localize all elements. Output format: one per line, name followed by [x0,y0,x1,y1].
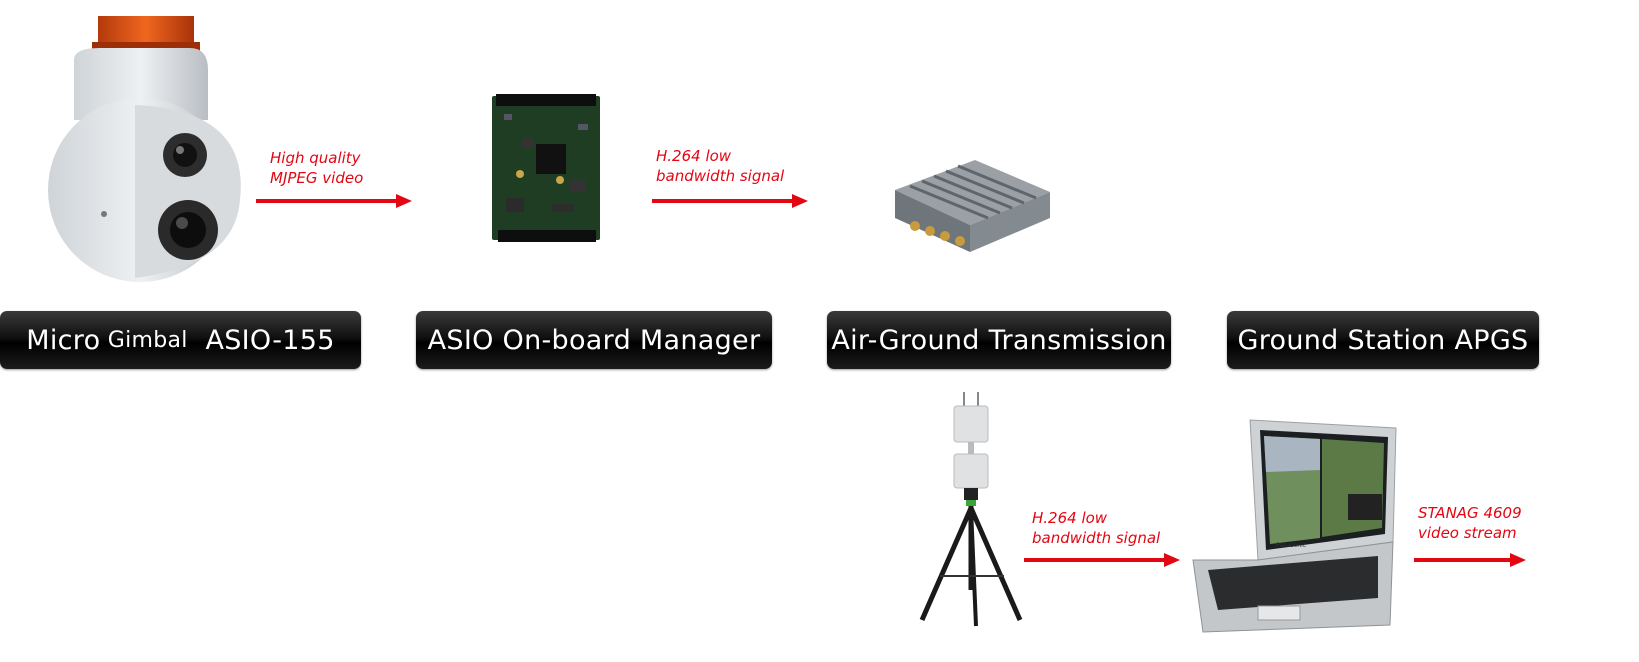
stage-label-micro-gimbal: Micro Gimbal ASIO-155 [0,311,361,369]
arrow-label-1-line1: High quality [270,149,361,167]
stage-label-air-ground-transmission: Air-Ground Transmission [827,311,1171,369]
stage-1-rest: ASIO-155 [187,324,335,356]
arrow-3 [1024,553,1180,567]
onboard-manager-board-image [492,94,600,242]
arrow-label-4-line1: STANAG 4609 [1418,504,1522,522]
stage-3-name: Air-Ground Transmission [831,324,1167,356]
stage-1-main: Micro [26,324,101,356]
arrow-label-3-line2: bandwidth signal [1032,529,1161,547]
arrow-label-4: STANAG 4609 video stream [1418,503,1522,543]
stage-label-onboard-manager: ASIO On-board Manager [416,311,772,369]
arrow-1 [256,194,412,208]
antenna-tripod-image [919,392,1023,627]
arrow-label-3-line1: H.264 low [1032,509,1108,527]
arrow-label-2: H.264 low bandwidth signal [656,146,784,186]
arrow-label-3: H.264 low bandwidth signal [1032,508,1160,548]
gimbal-camera-image [48,16,241,282]
stage-2-name: ASIO On-board Manager [427,324,761,356]
arrow-label-1: High quality MJPEG video [270,148,363,188]
arrow-label-1-line2: MJPEG video [270,169,364,187]
laptop-brand-logo: Panasonic [1276,542,1306,549]
rugged-laptop-image: Panasonic [1192,419,1397,633]
transmission-box-image [895,160,1050,252]
arrow-label-2-line2: bandwidth signal [656,167,785,185]
arrow-4 [1414,553,1526,567]
stage-1-small: Gimbal [100,327,188,353]
arrow-2 [652,194,808,208]
stage-label-ground-station: Ground Station APGS [1227,311,1539,369]
stage-4-name: Ground Station APGS [1237,324,1529,356]
arrow-label-2-line1: H.264 low [656,147,732,165]
arrow-label-4-line2: video stream [1418,524,1517,542]
